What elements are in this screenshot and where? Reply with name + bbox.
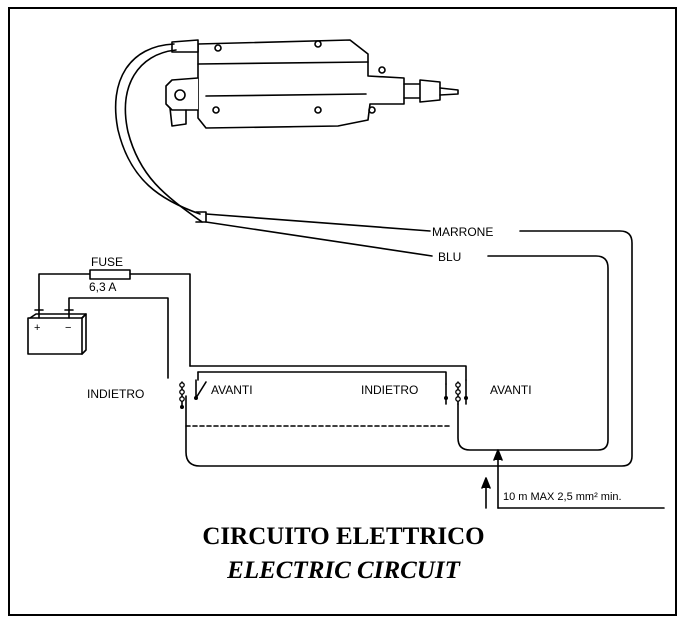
fuse-to-switch-wire — [129, 273, 191, 367]
blu-wire-a — [205, 221, 433, 257]
battery-positive-wire — [38, 273, 91, 311]
indietro-right-label: INDIETRO — [361, 383, 418, 397]
blu-label: BLU — [438, 250, 461, 264]
cable-spec-label: 10 m MAX 2,5 mm² min. — [503, 491, 622, 503]
fuse-label: FUSE — [91, 255, 123, 269]
marrone-wire-b — [185, 230, 633, 467]
title-english: ELECTRIC CIRCUIT — [227, 557, 460, 584]
avanti-right-label: AVANTI — [490, 383, 532, 397]
battery-minus-label: − — [65, 322, 71, 334]
cable-spec-arrow — [481, 449, 665, 509]
actuator-cable — [114, 43, 207, 223]
avanti-left-label: AVANTI — [211, 383, 253, 397]
battery-negative-wire — [68, 297, 169, 379]
fuse-rating-label: 6,3 A — [89, 280, 116, 294]
battery-plus-label: + — [34, 322, 40, 334]
marrone-label: MARRONE — [432, 225, 493, 239]
bus-top — [189, 365, 467, 381]
title-italian: CIRCUITO ELETTRICO — [202, 523, 485, 550]
blu-wire-b — [457, 255, 609, 451]
indietro-left-label: INDIETRO — [87, 387, 144, 401]
marrone-wire-a — [205, 213, 431, 232]
actuator-body — [165, 39, 459, 129]
battery — [27, 309, 87, 355]
fuse — [89, 269, 131, 280]
bus-top-2 — [197, 371, 447, 385]
